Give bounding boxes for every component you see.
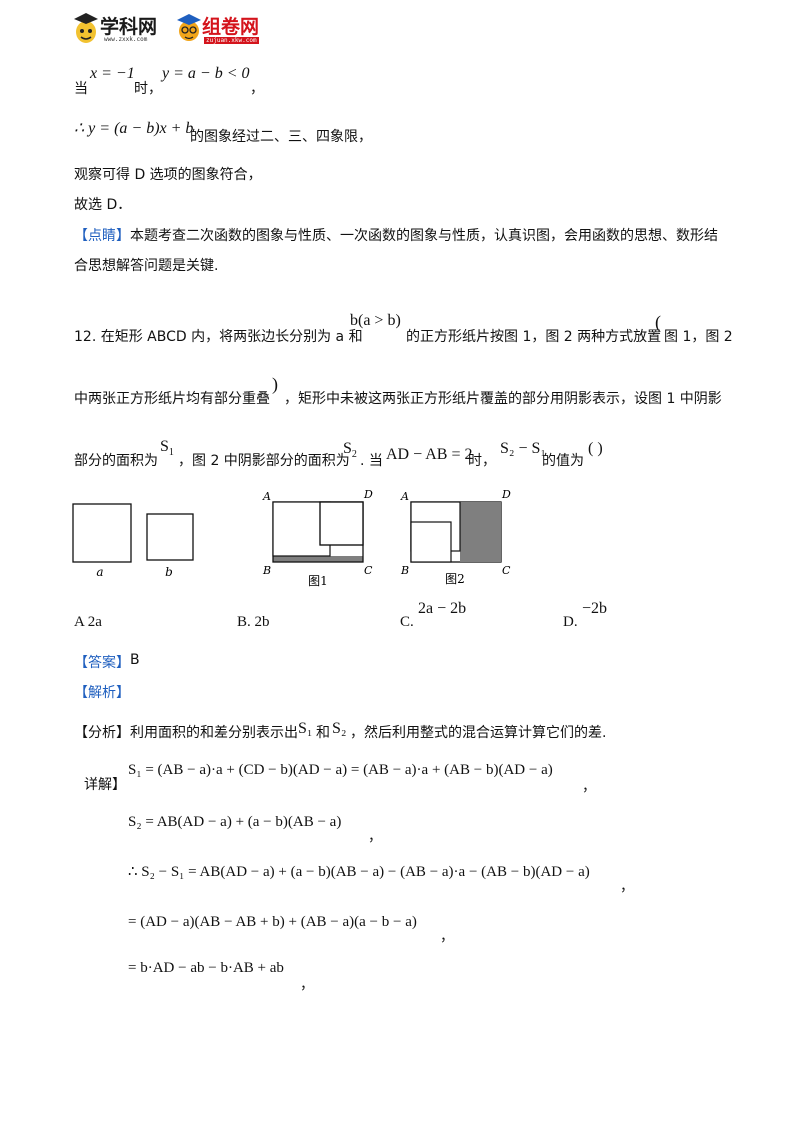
svg-text:B: B: [262, 564, 271, 577]
analysis-tag: 【分析】: [74, 725, 130, 741]
prev-line2-text: 的图象经过二、三、四象限，: [190, 129, 372, 145]
q12-line3-e: 的值为: [542, 453, 584, 469]
detail-eq4: = (AD − a)(AB − AB + b) + (AB − a)(a − b…: [128, 914, 417, 930]
detail-comma2: ，: [368, 829, 382, 845]
analysis-s2: S₂: [332, 720, 347, 737]
figure-2: A D B C 图2: [400, 488, 511, 586]
option-c-label: C.: [400, 614, 414, 630]
prev-line1-b: 时，: [134, 81, 162, 97]
detail-comma3: ，: [620, 879, 634, 895]
dianjing-tag: 【点睛】: [74, 228, 130, 244]
square-a: [72, 503, 132, 563]
option-a: A 2a: [74, 614, 102, 630]
option-b: B. 2b: [237, 614, 270, 630]
svg-text:D: D: [363, 488, 373, 501]
answer-value: B: [130, 652, 140, 668]
detail-eq1: S₁ = (AB − a)·a + (CD − b)(AD − a) = (AB…: [128, 762, 553, 778]
detail-comma5: ，: [300, 977, 314, 993]
logo-zujuan: 组卷网 zujuan.xkw.com: [176, 10, 276, 46]
option-c-value: 2a − 2b: [418, 600, 467, 617]
svg-text:B: B: [400, 564, 409, 577]
analysis-s1: S₁: [298, 720, 313, 737]
q12-s2: S2: [343, 440, 357, 461]
logo1-title: 学科网: [100, 16, 158, 38]
square-b: [146, 513, 194, 561]
q12-line2-a: 中两张正方形纸片均有部分重叠: [74, 391, 270, 407]
q12-line3-b: ，图 2 中阴影部分的面积为: [178, 453, 350, 469]
fig1-shade-bottom: [273, 556, 363, 562]
label-a: a: [96, 565, 103, 579]
prev-line2-math: ∴ y = (a − b)x + b: [74, 120, 194, 137]
option-d-value: −2b: [582, 600, 608, 617]
q12-line2-paren: ): [272, 374, 278, 394]
prev-line1-m1: x = −1: [90, 65, 135, 82]
option-d-label: D.: [563, 614, 578, 630]
svg-text:A: A: [262, 490, 271, 503]
logo2-title: 组卷网: [202, 16, 260, 38]
analysis-t3: ，然后利用整式的混合运算计算它们的差.: [350, 725, 607, 741]
dianjing-line1: 本题考查二次函数的图象与性质、一次函数的图象与性质，认真识图，会用函数的思想、数…: [130, 228, 718, 244]
dianjing-line2: 合思想解答问题是关键.: [74, 258, 219, 274]
logo-zxxk: 学科网 www.zxxk.com: [72, 10, 172, 46]
analysis-t1: 利用面积的和差分别表示出: [130, 725, 298, 741]
q12-line1-b: 的正方形纸片按图 1，图 2 两种方式放置: [406, 329, 662, 345]
q12-s1: S1: [160, 438, 174, 459]
prev-line4: 故选 D．: [74, 197, 132, 213]
analysis-t2: 和: [316, 725, 330, 741]
detail-comma4: ，: [440, 929, 454, 945]
figures: a b A D B C 图1 A D B C 图2: [72, 488, 511, 588]
prev-line1-c: ，: [250, 81, 264, 97]
q12-line1-paren: (: [655, 312, 661, 332]
q12-line1-a: 12. 在矩形 ABCD 内，将两张边长分别为 a 和: [74, 329, 363, 345]
answer-tag: 【答案】: [74, 655, 130, 671]
detail-comma1: ，: [582, 779, 596, 795]
svg-text:D: D: [501, 488, 511, 501]
q12-line1-math: b(a > b): [350, 312, 401, 329]
q12-line3-a: 部分的面积为: [74, 453, 158, 469]
prev-line3: 观察可得 D 选项的图象符合，: [74, 167, 262, 183]
svg-text:图1: 图1: [308, 574, 328, 588]
mascot2-icon: [177, 14, 201, 41]
q12-line3-math: AD − AB = 2: [386, 446, 473, 463]
svg-text:A: A: [400, 490, 409, 503]
q12-line3-c: . 当: [360, 453, 383, 469]
q12-line3-math2: S₂ − S₁: [500, 440, 546, 457]
q12-answer-blank: ( ): [588, 440, 603, 457]
svg-text:C: C: [364, 564, 373, 577]
figure-1: A D B C 图1: [262, 488, 373, 588]
q12-line2-b: ，矩形中未被这两张正方形纸片覆盖的部分用阴影表示，设图 1 中阴影: [284, 391, 722, 407]
svg-text:图2: 图2: [445, 572, 465, 586]
label-b: b: [165, 565, 173, 579]
jiexi-tag: 【解析】: [74, 685, 130, 701]
prev-line1-a: 当: [74, 81, 88, 97]
detail-eq3: ∴ S₂ − S₁ = AB(AD − a) + (a − b)(AB − a)…: [128, 864, 590, 880]
detail-eq2: S₂ = AB(AD − a) + (a − b)(AB − a): [128, 814, 342, 830]
q12-line1-c: 图 1，图 2: [664, 329, 733, 345]
logo2-url: zujuan.xkw.com: [204, 37, 259, 44]
prev-line1-m2: y = a − b < 0: [162, 65, 250, 82]
q12-line3-d: 时，: [468, 453, 496, 469]
detail-eq5: = b·AD − ab − b·AB + ab: [128, 960, 284, 976]
logo1-url: www.zxxk.com: [104, 36, 148, 43]
fig2-shade: [460, 502, 501, 562]
svg-text:C: C: [502, 564, 511, 577]
mascot-icon: [74, 13, 98, 43]
detail-label: 详解】: [84, 777, 126, 793]
